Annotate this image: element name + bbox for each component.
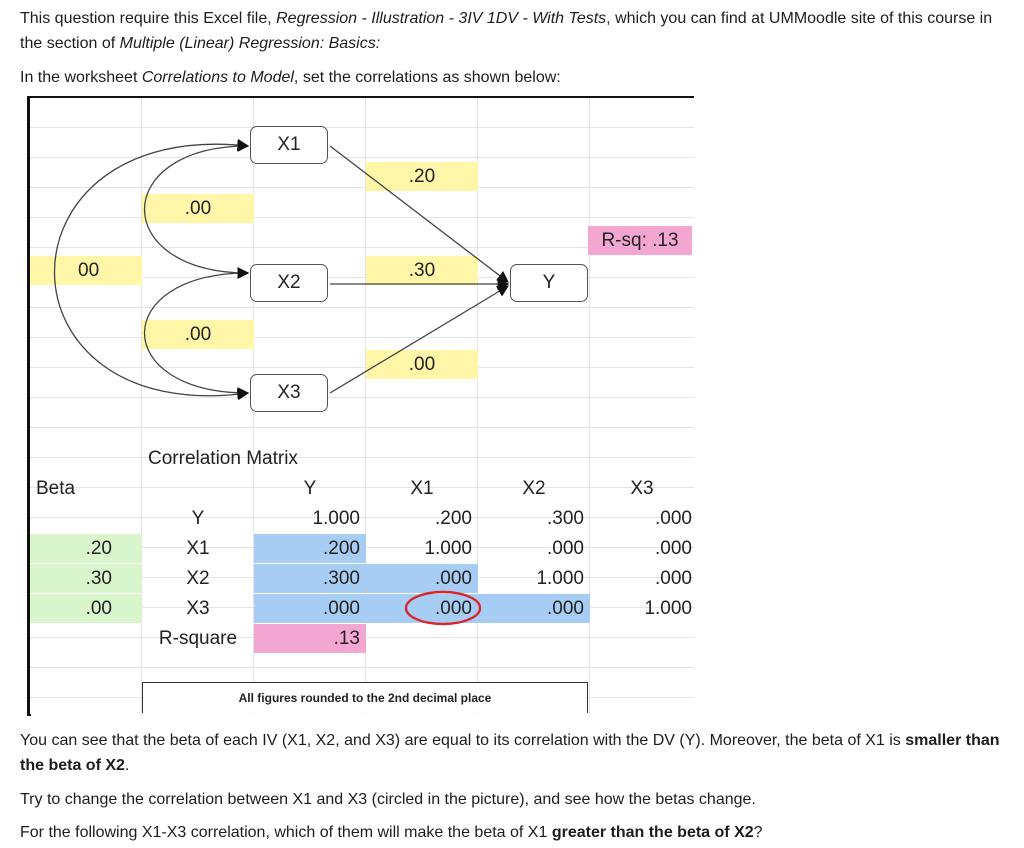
path-x1-y — [329, 145, 509, 283]
cell-y-y: 1.000 — [312, 508, 360, 529]
explanation-paragraph: You can see that the beta of each IV (X1… — [20, 728, 1010, 778]
cell-x2-x1: .000 — [366, 564, 478, 593]
col-header-x2: X2 — [522, 478, 546, 499]
row-label-x1: X1 — [186, 538, 210, 559]
file-name: Regression - Illustration - 3IV 1DV - Wi… — [276, 10, 607, 27]
intro-text: This question require this Excel file, — [20, 10, 277, 27]
cell-x1-x3: .000 — [655, 538, 692, 559]
arc-x1-x2 — [144, 140, 250, 279]
r-square-label: R-square — [158, 628, 238, 649]
cell-y-x3: .000 — [655, 508, 692, 529]
circle-highlight — [404, 590, 482, 626]
question-paragraph: For the following X1-X3 correlation, whi… — [20, 820, 1010, 845]
explanation-bold: smaller than the beta of X2 — [20, 732, 1000, 774]
cell-x1-x2: .000 — [547, 538, 584, 559]
worksheet-paragraph: In the worksheet Correlations to Model, … — [20, 65, 1010, 90]
beta-x1-cell: .20 — [366, 162, 478, 191]
sheet-top-border — [30, 96, 694, 99]
beta-x2-cell: .30 — [366, 256, 478, 285]
cell-x2-x3: .000 — [655, 568, 692, 589]
beta-x2-value: .30 — [30, 564, 142, 593]
question-end: ? — [753, 824, 763, 841]
row-label-y: Y — [191, 508, 205, 529]
node-y: Y — [510, 264, 588, 302]
rounding-note: All figures rounded to the 2nd decimal p… — [142, 682, 588, 713]
arc-x2-x3 — [143, 267, 250, 399]
r-square-value: .13 — [254, 624, 366, 653]
arc-x1-x3 — [54, 139, 250, 401]
worksheet-text-2: , set the correlations as shown below: — [293, 69, 561, 86]
worksheet-text: In the worksheet — [20, 69, 142, 86]
path-x3-y — [329, 285, 510, 394]
cell-x3-x1: .000 — [366, 594, 478, 623]
node-x1: X1 — [250, 126, 328, 164]
spreadsheet-image: .00 00 .00 .20 .30 .00 R-sq: .13 X1 X2 X… — [30, 98, 694, 714]
col-header-y: Y — [303, 478, 317, 499]
explanation-text: You can see that the beta of each IV (X1… — [20, 732, 906, 749]
row-label-x3: X3 — [186, 598, 210, 619]
explanation-end: . — [124, 757, 130, 774]
sheet-left-border — [27, 96, 31, 716]
section-name: Multiple (Linear) Regression: Basics: — [119, 35, 381, 52]
cell-x3-y: .000 — [254, 594, 366, 623]
node-x3: X3 — [250, 374, 328, 412]
r-sq-cell: R-sq: .13 — [588, 226, 692, 255]
corr-x1-x3-cell: 00 — [30, 256, 142, 285]
path-diagram — [54, 139, 510, 401]
cell-x1-y: .200 — [254, 534, 366, 563]
intro-text-2: , which you can find at UMMoodle site of… — [20, 10, 993, 52]
corr-x1-x2-cell: .00 — [142, 194, 254, 223]
cell-x3-x2: .000 — [478, 594, 590, 623]
cell-x2-x2: 1.000 — [536, 568, 584, 589]
col-header-x3: X3 — [630, 478, 654, 499]
cell-y-x1: .200 — [435, 508, 472, 529]
col-header-x1: X1 — [410, 478, 434, 499]
beta-x3-cell: .00 — [366, 350, 478, 379]
beta-x3-value: .00 — [30, 594, 142, 623]
cell-y-x2: .300 — [547, 508, 584, 529]
worksheet-name: Correlations to Model — [141, 69, 294, 86]
node-x2: X2 — [250, 264, 328, 302]
cell-x2-y: .300 — [254, 564, 366, 593]
beta-header: Beta — [36, 478, 76, 499]
cell-x3-x3: 1.000 — [644, 598, 692, 619]
cell-x1-x1: 1.000 — [424, 538, 472, 559]
intro-paragraph: This question require this Excel file, R… — [20, 6, 1010, 56]
beta-x1-value: .20 — [30, 534, 142, 563]
matrix-title: Correlation Matrix — [148, 448, 298, 469]
row-label-x2: X2 — [186, 568, 210, 589]
question-bold: greater than the beta of X2 — [551, 824, 754, 841]
question-text: For the following X1-X3 correlation, whi… — [20, 824, 552, 841]
instruction-paragraph: Try to change the correlation between X1… — [20, 791, 756, 808]
corr-x2-x3-cell: .00 — [142, 320, 254, 349]
